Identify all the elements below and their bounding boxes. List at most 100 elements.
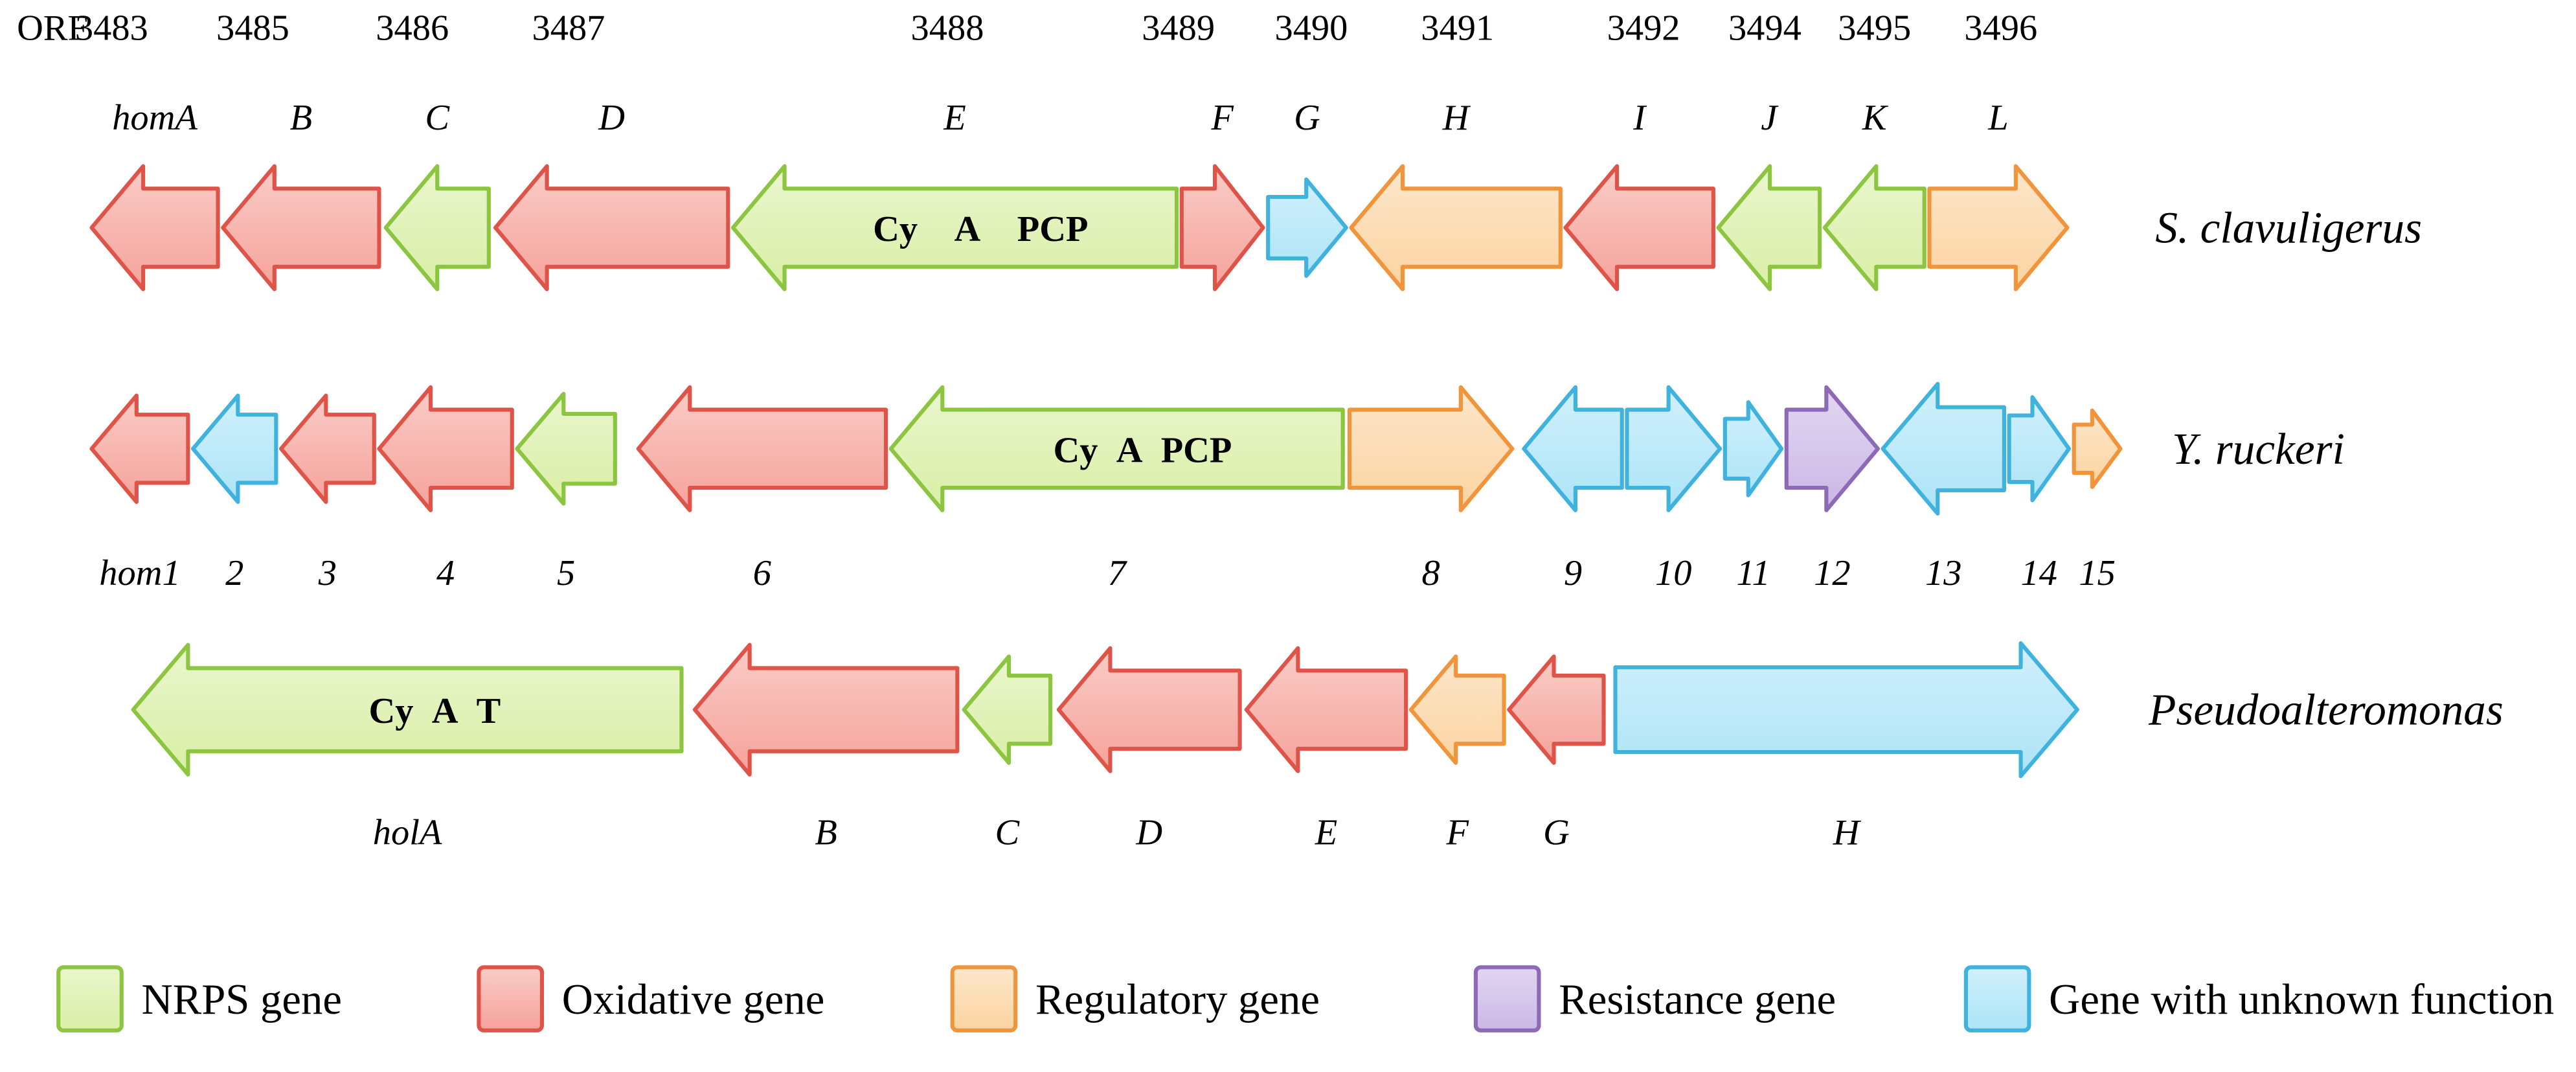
gene-name-label: 7 [1108,553,1128,593]
orf-number: 3494 [1728,8,1802,49]
gene-name-label: F [1445,812,1469,852]
gene-arrow-7 [888,385,1345,512]
gene-name-label: D [598,98,625,138]
gene-name-label: 4 [436,553,455,593]
gene-arrow-I [1563,164,1715,291]
gene-arrow-J [1716,164,1822,291]
legend-swatch-oxidative [477,965,544,1032]
gene-arrow-14 [2007,395,2072,503]
legend-label: Regulatory gene [1035,976,1320,1023]
gene-arrow-9 [1522,385,1624,512]
gene-name-label: 11 [1736,553,1770,593]
gene-name-label: C [425,98,450,138]
gene-arrow-F [1179,164,1265,291]
gene-name-label: 2 [225,553,243,593]
gene-name-label: 9 [1564,553,1582,593]
gene-name-label: 3 [318,553,337,593]
legend: NRPS gene Oxidative gene Regulatory gene Re… [56,965,2554,1032]
orf-number: 3488 [911,8,984,49]
gene-arrow-E [730,164,1179,291]
gene-name-label: H [1442,98,1471,138]
orf-number: 3489 [1142,8,1215,49]
gene-name-label: L [1987,98,2008,138]
gene-name-label: H [1833,812,1862,852]
gene-name-label: 12 [1814,553,1850,593]
gene-arrow-C [962,654,1053,765]
gene-arrow-homA [89,164,220,291]
orf-number: 3495 [1838,8,1911,49]
gene-name-label: 8 [1422,553,1440,593]
gene-name-label: 15 [2079,553,2115,593]
gene-arrow-15 [2072,408,2123,489]
cluster-row-1: homA B C D Cy A PCP E F G H I J K L S. clavuligerus [89,98,2422,291]
gene-arrow-G [1507,654,1606,765]
gene-arrow-L [1927,164,2070,291]
orf-number: 3485 [216,8,289,49]
gene-arrow-C [383,164,491,291]
organism-label: Pseudoalteromonas [2148,685,2503,735]
legend-label: NRPS gene [142,976,342,1023]
gene-arrow-10 [1625,385,1723,512]
gene-name-label: E [1315,812,1337,852]
organism-label: Y. ruckeri [2172,424,2345,473]
gene-name-label: 14 [2021,553,2057,593]
gene-arrow-H [1613,641,2079,779]
organism-label: S. clavuligerus [2155,203,2422,253]
legend-swatch-regulatory [950,965,1018,1032]
gene-name-label: 10 [1655,553,1691,593]
legend-label: Gene with unknown function [2049,976,2554,1023]
gene-arrow-4 [377,385,514,512]
gene-arrow-5 [515,392,617,506]
orf-prefix: ORF [17,8,88,49]
gene-name-label: 13 [1925,553,1961,593]
gene-arrow-holA [131,643,684,777]
legend-label: Oxidative gene [562,976,825,1023]
gene-arrow-12 [1784,385,1880,512]
orf-number: 3487 [532,8,605,49]
legend-swatch-resistance [1473,965,1541,1032]
gene-domain-text: Cy A PCP [873,209,1088,249]
gene-arrow-F [1408,654,1506,765]
gene-arrow-B [221,164,381,291]
gene-arrow-D [1056,646,1242,773]
gene-arrow-11 [1723,400,1784,497]
gene-name-label: D [1135,812,1162,852]
gene-name-label: I [1633,98,1647,138]
gene-name-label: E [943,98,966,138]
gene-arrow-G [1266,177,1348,279]
gene-arrow-13 [1881,382,2006,516]
gene-arrow-D [493,164,730,291]
gene-domain-text: Cy A T [369,691,501,731]
gene-name-label: F [1210,98,1234,138]
legend-swatch-unknown [1963,965,2031,1032]
gene-domain-text: Cy A PCP [1054,430,1232,470]
orf-number: 3490 [1274,8,1348,49]
gene-arrow-hom1 [89,393,190,504]
orf-number: 3483 [75,8,148,49]
gene-arrow-K [1822,164,1926,291]
gene-name-label: J [1761,98,1779,138]
gene-name-label: B [815,812,837,852]
gene-name-label: homA [112,98,198,138]
gene-name-label: 5 [557,553,575,593]
orf-number: 3492 [1607,8,1680,49]
legend-swatch-nrps [56,965,124,1032]
gene-arrow-8 [1347,385,1515,512]
gene-name-label: G [1294,98,1320,138]
gene-name-label: G [1543,812,1570,852]
gene-name-label: K [1862,98,1889,138]
gene-name-label: C [995,812,1021,852]
gene-arrow-3 [278,393,376,504]
gene-name-label: B [290,98,312,138]
gene-arrow-H [1349,164,1563,291]
gene-arrow-E [1244,646,1408,773]
legend-label: Resistance gene [1559,976,1836,1023]
orf-number: 3486 [376,8,449,49]
orf-number: 3496 [1964,8,2037,49]
gene-name-label: 6 [753,553,771,593]
